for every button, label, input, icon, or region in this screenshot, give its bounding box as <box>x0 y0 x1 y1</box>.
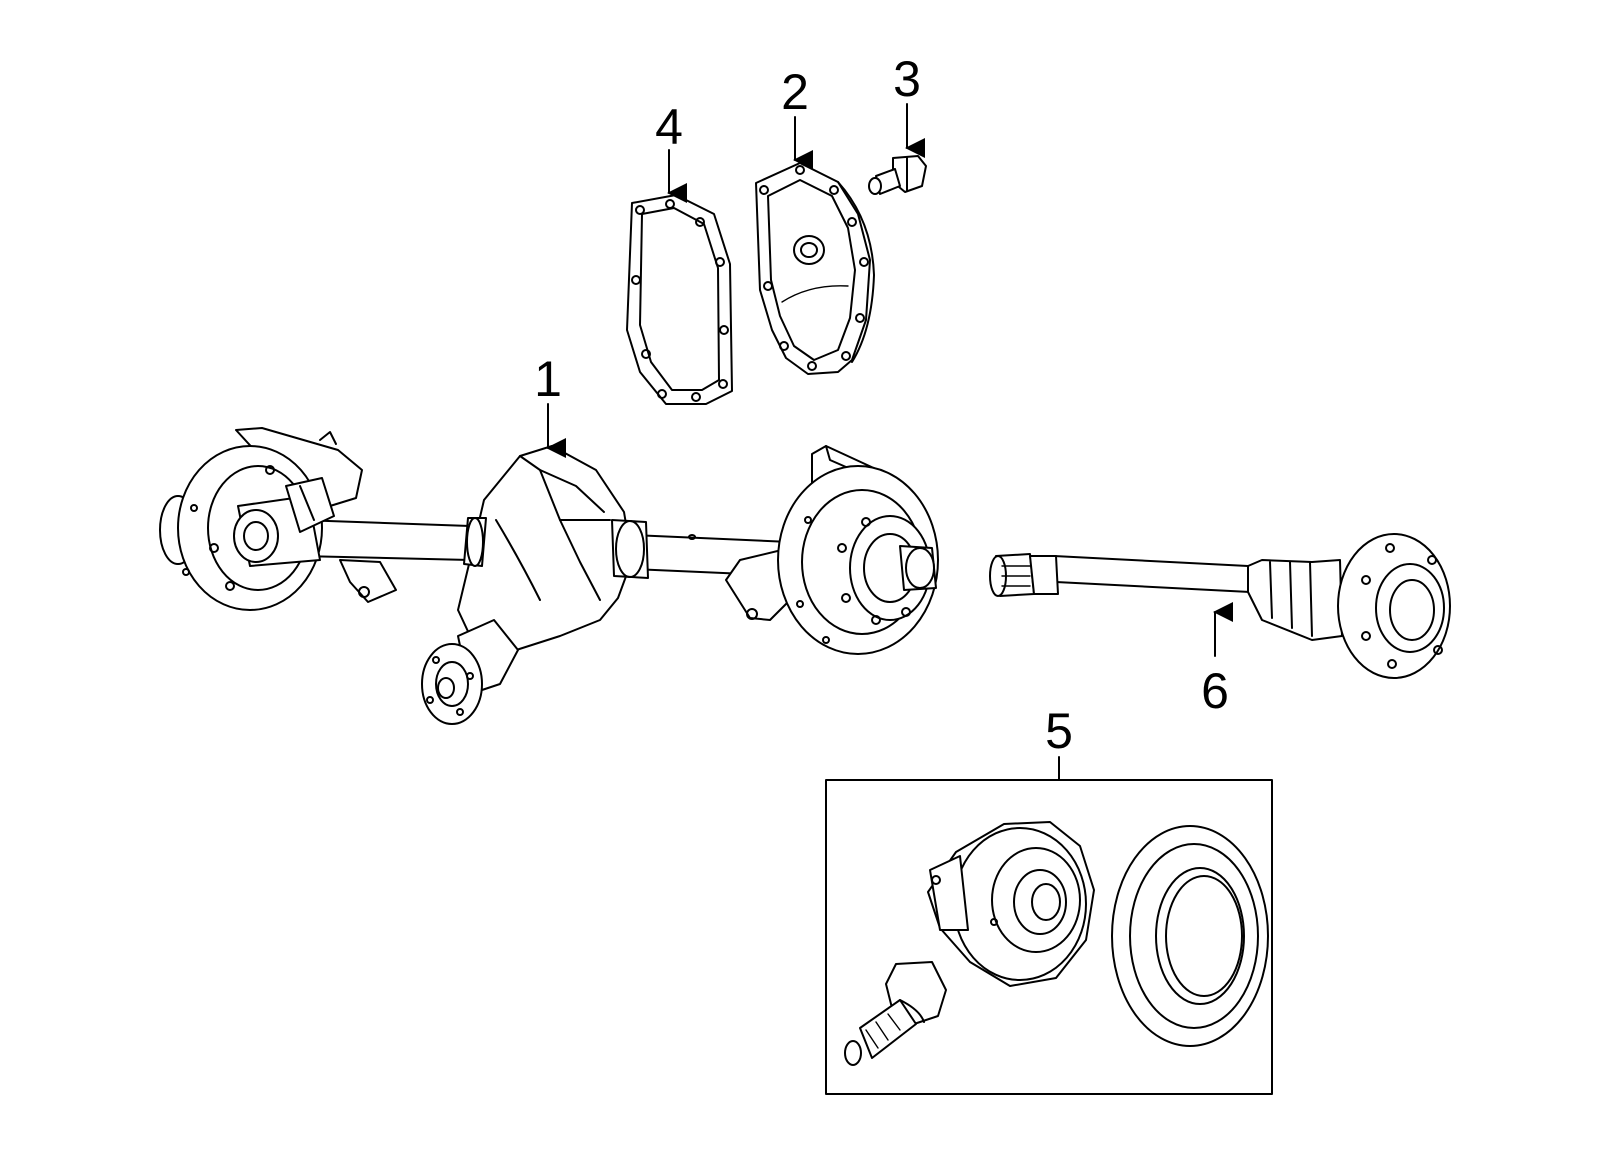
axle-shaft-part <box>989 533 1451 679</box>
axle-housing-part <box>159 427 939 725</box>
differential-cover-part <box>755 162 875 375</box>
callout-leaders <box>546 103 1233 657</box>
cover-gasket-part <box>626 194 733 405</box>
ring-pinion-kit-part <box>825 756 1273 1095</box>
kit-box <box>825 779 1273 1095</box>
cover-bolt-part <box>868 155 927 195</box>
callout-1: 1 <box>534 351 562 407</box>
callout-6: 6 <box>1201 663 1229 719</box>
callout-4: 4 <box>655 99 683 155</box>
cover-bolt-holes <box>759 165 869 371</box>
callout-3: 3 <box>893 51 921 107</box>
callout-5: 5 <box>1045 703 1073 759</box>
callout-labels: 1 2 3 4 5 6 <box>534 51 1229 759</box>
callout-2: 2 <box>781 64 809 120</box>
